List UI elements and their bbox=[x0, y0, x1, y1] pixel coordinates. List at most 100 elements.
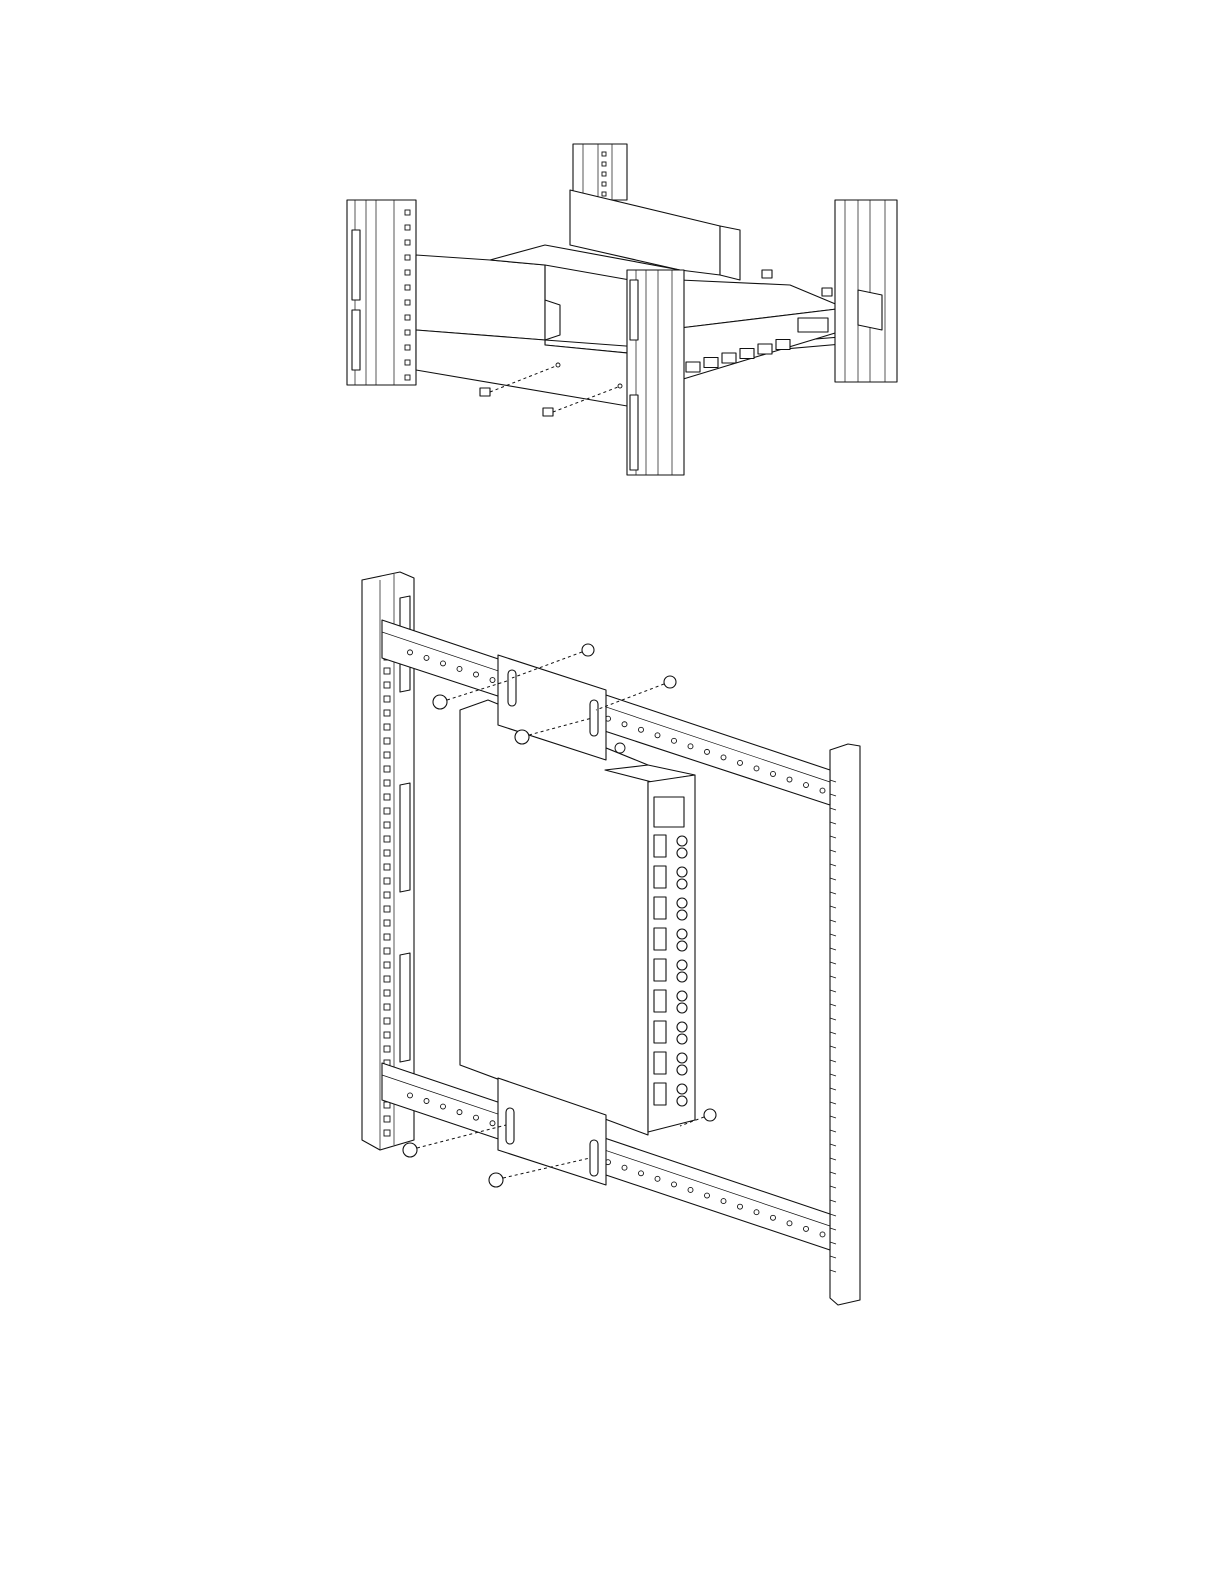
rack-mount-drawing-bottom bbox=[0, 560, 1224, 1320]
rack-hole bbox=[384, 808, 390, 814]
port-icon bbox=[686, 362, 700, 372]
rack-hole bbox=[384, 892, 390, 898]
rail-hole bbox=[787, 1221, 792, 1226]
vga-port-icon bbox=[654, 897, 666, 919]
rail-hole bbox=[490, 1121, 495, 1126]
rail-hole bbox=[457, 666, 462, 671]
rack-hole bbox=[384, 724, 390, 730]
vertical-rail-right bbox=[830, 744, 860, 1305]
rack-hole bbox=[384, 822, 390, 828]
rail-hole bbox=[622, 722, 627, 727]
rack-hole bbox=[384, 976, 390, 982]
screw-icon bbox=[762, 270, 772, 278]
rack-hole bbox=[384, 794, 390, 800]
rail-hole bbox=[490, 678, 495, 683]
rack-hole bbox=[602, 172, 606, 176]
rail-hole bbox=[787, 777, 792, 782]
vga-port-icon bbox=[654, 866, 666, 888]
rail-hole bbox=[721, 1199, 726, 1204]
rack-hole bbox=[602, 192, 606, 196]
ps2-port-icon bbox=[677, 929, 687, 939]
ps2-port-icon bbox=[677, 910, 687, 920]
rack-mount-figure-top bbox=[0, 130, 1224, 490]
rail-hole bbox=[408, 650, 413, 655]
rack-hole bbox=[384, 696, 390, 702]
rack-post-right bbox=[835, 200, 897, 382]
rack-hole bbox=[384, 1032, 390, 1038]
rack-hole bbox=[602, 162, 606, 166]
power-inlet-icon bbox=[654, 797, 684, 827]
rack-hole bbox=[384, 710, 390, 716]
ps2-port-icon bbox=[677, 1022, 687, 1032]
rack-hole bbox=[384, 934, 390, 940]
ps2-port-icon bbox=[677, 898, 687, 908]
ps2-port-icon bbox=[677, 1096, 687, 1106]
power-inlet-icon bbox=[798, 318, 828, 332]
port-icon bbox=[776, 340, 790, 350]
rack-hole bbox=[384, 668, 390, 674]
rack-hole bbox=[384, 906, 390, 912]
rack-hole bbox=[384, 948, 390, 954]
ps2-port-icon bbox=[677, 1053, 687, 1063]
rail-hole bbox=[738, 760, 743, 765]
ps2-port-icon bbox=[677, 991, 687, 1001]
rack-hole bbox=[384, 878, 390, 884]
rail-hole bbox=[738, 1204, 743, 1209]
rail-hole bbox=[441, 1104, 446, 1109]
rack-mount-figure-bottom bbox=[0, 560, 1224, 1320]
rail-hole bbox=[639, 727, 644, 732]
ps2-port-icon bbox=[677, 1065, 687, 1075]
rail-hole bbox=[771, 771, 776, 776]
rail-hole bbox=[804, 783, 809, 788]
rack-hole bbox=[384, 738, 390, 744]
ps2-port-icon bbox=[677, 848, 687, 858]
ps2-port-icon bbox=[677, 836, 687, 846]
vga-port-icon bbox=[654, 1021, 666, 1043]
rail-hole bbox=[820, 1232, 825, 1237]
rail-hole bbox=[688, 744, 693, 749]
rail-hole bbox=[804, 1226, 809, 1231]
rack-hole bbox=[384, 990, 390, 996]
port-icon bbox=[758, 344, 772, 354]
rack-hole bbox=[384, 1046, 390, 1052]
rail-hole bbox=[705, 749, 710, 754]
rail-hole bbox=[672, 1182, 677, 1187]
rack-post-front-center bbox=[627, 270, 684, 475]
rail-hole bbox=[672, 738, 677, 743]
rail-hole bbox=[424, 655, 429, 660]
rack-hole bbox=[384, 920, 390, 926]
rail-hole bbox=[622, 1165, 627, 1170]
ps2-port-icon bbox=[677, 972, 687, 982]
vga-port-icon bbox=[654, 990, 666, 1012]
ps2-port-icon bbox=[677, 879, 687, 889]
rack-hole bbox=[384, 864, 390, 870]
rack-hole bbox=[384, 1116, 390, 1122]
rack-hole bbox=[384, 682, 390, 688]
rail-hole bbox=[474, 672, 479, 677]
vga-port-icon bbox=[654, 959, 666, 981]
ps2-port-icon bbox=[677, 941, 687, 951]
port-icon bbox=[704, 358, 718, 368]
rack-hole bbox=[602, 152, 606, 156]
rail-hole bbox=[754, 1210, 759, 1215]
rail-hole bbox=[688, 1187, 693, 1192]
rail-hole bbox=[655, 1176, 660, 1181]
port-icon bbox=[722, 353, 736, 363]
rail-hole bbox=[457, 1110, 462, 1115]
kvm-switch-side-panel bbox=[460, 700, 648, 1135]
rail-hole bbox=[754, 766, 759, 771]
ps2-port-icon bbox=[677, 1003, 687, 1013]
ps2-port-icon bbox=[677, 867, 687, 877]
vga-port-icon bbox=[654, 835, 666, 857]
rack-hole bbox=[384, 1018, 390, 1024]
rail-hole bbox=[705, 1193, 710, 1198]
rack-hole bbox=[384, 1130, 390, 1136]
vga-port-icon bbox=[654, 928, 666, 950]
rail-hole bbox=[441, 661, 446, 666]
rail-hole bbox=[424, 1098, 429, 1103]
rack-hole bbox=[384, 780, 390, 786]
rack-hole bbox=[384, 1004, 390, 1010]
rack-post-left bbox=[347, 200, 416, 385]
ps2-port-icon bbox=[677, 1034, 687, 1044]
rail-hole bbox=[721, 755, 726, 760]
